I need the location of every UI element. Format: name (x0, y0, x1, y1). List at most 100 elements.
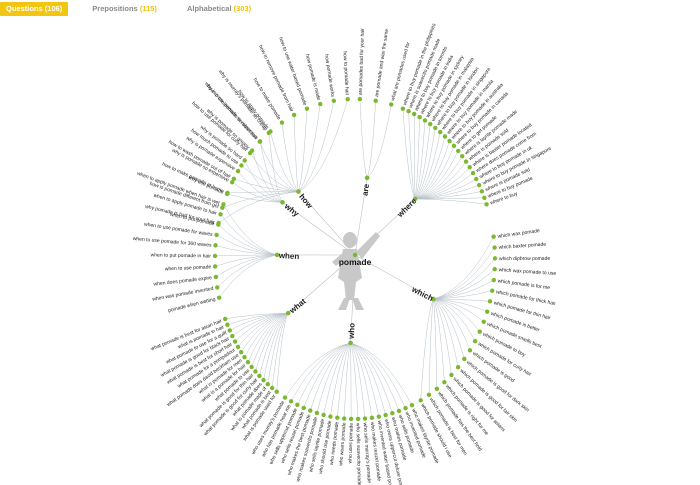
leaf-node[interactable] (225, 322, 230, 327)
leaf-node[interactable] (376, 414, 382, 419)
leaf-node[interactable] (484, 309, 490, 314)
leaf-node[interactable] (213, 274, 219, 280)
leaf-node[interactable] (422, 118, 428, 123)
leaf-node[interactable] (406, 108, 411, 114)
leaf-node[interactable] (400, 106, 406, 111)
leaf-node[interactable] (321, 412, 326, 418)
question-label[interactable]: which pomade is for me (497, 278, 550, 291)
leaf-node[interactable] (442, 134, 448, 139)
leaf-node[interactable] (215, 285, 220, 290)
leaf-node[interactable] (279, 120, 285, 125)
leaf-node[interactable] (301, 405, 306, 411)
leaf-node[interactable] (451, 143, 457, 149)
question-label[interactable]: are pomades bad for your hair (358, 28, 366, 95)
leaf-node[interactable] (238, 349, 244, 355)
question-label[interactable]: which baxter pomade (498, 241, 546, 250)
question-label[interactable]: when to use pomade for 360 waves (133, 236, 213, 249)
leaf-node[interactable] (308, 408, 313, 413)
question-label[interactable]: when to use pomade (165, 264, 212, 272)
leaf-node[interactable] (373, 98, 378, 103)
leaf-node[interactable] (472, 338, 478, 344)
leaf-node[interactable] (229, 180, 235, 185)
leaf-node[interactable] (288, 399, 294, 404)
question-label[interactable]: who wears pomade (338, 422, 347, 466)
question-label[interactable]: when does pomade expire (153, 275, 212, 288)
tab-alphabetical[interactable]: Alphabetical (303) (181, 2, 257, 16)
leaf-node[interactable] (482, 195, 487, 200)
leaf-node[interactable] (253, 369, 258, 374)
leaf-node[interactable] (342, 416, 347, 421)
leaf-node[interactable] (467, 348, 473, 353)
leaf-node[interactable] (265, 381, 270, 387)
leaf-node[interactable] (222, 316, 228, 322)
leaf-node[interactable] (249, 148, 255, 153)
leaf-node[interactable] (257, 373, 262, 379)
leaf-node[interactable] (218, 212, 223, 217)
leaf-node[interactable] (477, 329, 482, 334)
leaf-node[interactable] (491, 234, 496, 239)
question-label[interactable]: which dipbrow pomade (499, 256, 550, 262)
question-label[interactable]: pomade when wetting (168, 296, 217, 314)
leaf-node[interactable] (389, 102, 394, 107)
leaf-node[interactable] (487, 299, 493, 304)
leaf-node[interactable] (492, 267, 497, 272)
leaf-node[interactable] (304, 106, 310, 111)
leaf-node[interactable] (239, 163, 244, 168)
leaf-node[interactable] (362, 416, 368, 421)
question-label[interactable]: who needs pomade (329, 421, 341, 465)
leaf-node[interactable] (481, 319, 486, 325)
leaf-node[interactable] (224, 191, 230, 197)
leaf-node[interactable] (438, 129, 443, 135)
leaf-node[interactable] (442, 379, 447, 385)
leaf-node[interactable] (390, 411, 395, 416)
leaf-node[interactable] (231, 176, 237, 182)
leaf-node[interactable] (476, 182, 482, 188)
leaf-node[interactable] (213, 243, 218, 248)
leaf-node[interactable] (242, 158, 247, 163)
leaf-node[interactable] (357, 96, 363, 102)
question-label[interactable]: which wax pomade (497, 228, 540, 240)
leaf-node[interactable] (474, 176, 479, 182)
leaf-node[interactable] (227, 328, 232, 333)
question-label[interactable]: which wax pomade to use (498, 267, 556, 277)
leaf-node[interactable] (212, 264, 218, 269)
leaf-node[interactable] (479, 189, 485, 194)
leaf-node[interactable] (269, 385, 275, 391)
leaf-node[interactable] (232, 339, 238, 344)
leaf-node[interactable] (369, 415, 375, 421)
leaf-node[interactable] (214, 232, 219, 238)
leaf-node[interactable] (460, 153, 465, 159)
leaf-node[interactable] (274, 389, 279, 394)
leaf-node[interactable] (328, 414, 333, 419)
tab-questions[interactable]: Questions (106) (0, 2, 69, 16)
leaf-node[interactable] (433, 125, 438, 131)
leaf-node[interactable] (490, 288, 495, 293)
leaf-node[interactable] (257, 139, 263, 144)
question-label[interactable]: who sells suavecito pomade (355, 423, 362, 485)
leaf-node[interactable] (463, 159, 469, 164)
leaf-node[interactable] (417, 114, 422, 120)
leaf-node[interactable] (462, 356, 467, 362)
leaf-node[interactable] (426, 392, 432, 398)
tab-prepositions[interactable]: Prepositions (115) (86, 2, 163, 16)
leaf-node[interactable] (335, 415, 340, 420)
question-label[interactable]: who sells murray's pomade (362, 422, 372, 483)
leaf-node[interactable] (345, 97, 350, 102)
leaf-node[interactable] (492, 256, 498, 261)
question-label[interactable]: are pomade and wax the same (374, 28, 390, 97)
leaf-node[interactable] (235, 344, 241, 350)
leaf-node[interactable] (291, 112, 297, 118)
leaf-node[interactable] (491, 277, 496, 283)
question-label[interactable]: when to put pomade in hair (151, 252, 212, 259)
leaf-node[interactable] (383, 412, 388, 418)
leaf-node[interactable] (418, 398, 423, 403)
leaf-node[interactable] (220, 205, 225, 210)
leaf-node[interactable] (455, 365, 461, 370)
leaf-node[interactable] (403, 406, 408, 411)
leaf-node[interactable] (245, 359, 251, 365)
leaf-node[interactable] (409, 402, 415, 408)
leaf-node[interactable] (449, 372, 454, 378)
leaf-node[interactable] (249, 364, 254, 370)
leaf-node[interactable] (314, 410, 320, 416)
leaf-node[interactable] (242, 355, 247, 360)
